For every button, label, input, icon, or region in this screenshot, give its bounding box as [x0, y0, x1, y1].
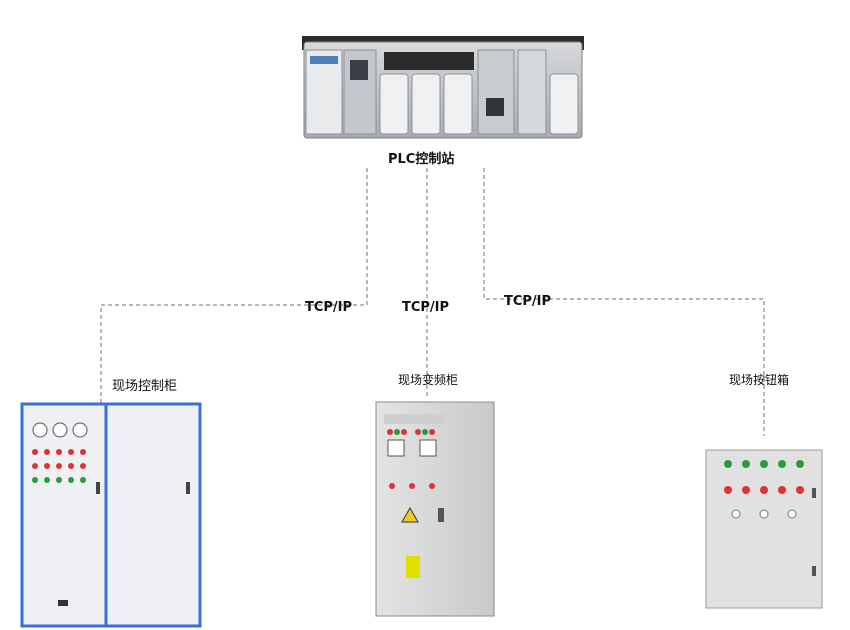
link-label-center: TCP/IP	[402, 300, 450, 315]
link-line-left	[100, 168, 368, 408]
field-button-box-image	[705, 449, 823, 609]
field-vfd-cabinet-image	[375, 401, 495, 617]
field-button-box-label: 现场按钮箱	[729, 373, 790, 387]
plc-station-image	[302, 36, 584, 139]
link-label-right: TCP/IP	[504, 294, 552, 309]
field-control-cabinet-image	[20, 402, 202, 628]
plc-station-label: PLC控制站	[388, 152, 455, 167]
link-line-right	[483, 168, 765, 436]
field-vfd-cabinet-label: 现场变频柜	[398, 373, 459, 387]
connection-lines	[100, 168, 765, 436]
link-label-left: TCP/IP	[305, 300, 353, 315]
field-control-cabinet-label: 现场控制柜	[112, 379, 178, 394]
